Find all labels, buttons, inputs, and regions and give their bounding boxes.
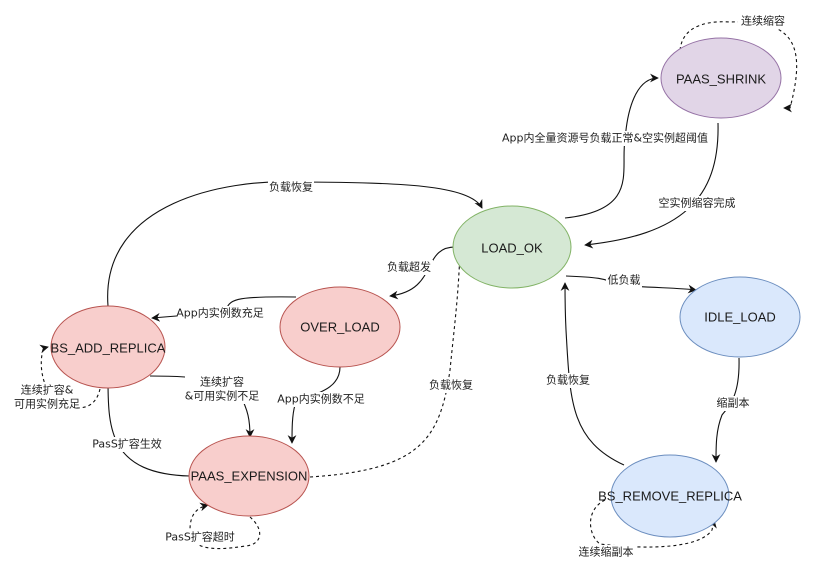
- node-label: PAAS_SHRINK: [676, 72, 766, 87]
- edge-label-add-to-exp: 连续扩容 &可用实例不足: [185, 374, 261, 404]
- edge-label-ok-to-idle: 低负载: [606, 273, 642, 288]
- svg-text:连续缩副本: 连续缩副本: [579, 545, 634, 559]
- edge-label-ok-to-shrink: App内全量资源号负载正常&空实例超阈值: [502, 131, 708, 146]
- svg-text:连续扩容: 连续扩容: [200, 375, 244, 389]
- node-label: PAAS_EXPENSION: [191, 469, 308, 484]
- svg-text:缩副本: 缩副本: [717, 396, 750, 410]
- edge-remove-to-ok[interactable]: [560, 282, 625, 466]
- svg-text:连续扩容&: 连续扩容&: [21, 383, 74, 397]
- svg-text:可用实例充足: 可用实例充足: [14, 397, 80, 411]
- svg-text:负载超发: 负载超发: [387, 260, 431, 274]
- svg-text:连续缩容: 连续缩容: [741, 14, 785, 28]
- edge-label-exp-to-ok: 负载恢复: [428, 378, 474, 393]
- svg-text:App内实例数不足: App内实例数不足: [277, 392, 365, 406]
- edge-label-add-self: 连续扩容& 可用实例充足: [14, 382, 80, 412]
- node-label: OVER_LOAD: [300, 320, 379, 335]
- node-label: BS_ADD_REPLICA: [51, 341, 166, 356]
- edge-label-shrink-self: 连续缩容: [738, 14, 788, 29]
- svg-text:PasS扩容生效: PasS扩容生效: [92, 437, 162, 451]
- svg-text:PasS扩容超时: PasS扩容超时: [165, 530, 235, 544]
- edge-label-exp-to-add: PasS扩容生效: [92, 437, 162, 452]
- node-over-load[interactable]: OVER_LOAD: [279, 286, 401, 368]
- edge-label-add-to-ok: 负载恢复: [268, 180, 314, 195]
- edge-label-shrink-to-ok: 空实例缩容完成: [658, 196, 736, 211]
- edge-ok-to-shrink[interactable]: [564, 73, 659, 219]
- edge-label-over-to-exp: App内实例数不足: [276, 392, 366, 407]
- svg-text:App内实例数充足: App内实例数充足: [176, 306, 264, 320]
- svg-text:低负载: 低负载: [608, 273, 641, 287]
- svg-text:App内全量资源号负载正常&空实例超阈值: App内全量资源号负载正常&空实例超阈值: [502, 131, 708, 145]
- edge-idle-to-remove[interactable]: [711, 357, 740, 463]
- edge-exp-to-add[interactable]: [103, 379, 191, 477]
- svg-text:负载恢复: 负载恢复: [269, 180, 313, 194]
- edge-label-exp-self: PasS扩容超时: [164, 530, 236, 545]
- node-paas-shrink[interactable]: PAAS_SHRINK: [660, 37, 782, 119]
- node-load-ok[interactable]: LOAD_OK: [452, 205, 572, 289]
- edge-add-to-ok[interactable]: [107, 181, 483, 307]
- node-paas-expension[interactable]: PAAS_EXPENSION: [188, 435, 310, 517]
- edge-label-remove-self: 连续缩副本: [576, 545, 636, 560]
- edge-shrink-self[interactable]: [679, 21, 798, 113]
- node-bs-remove-replica[interactable]: BS_REMOVE_REPLICA: [598, 454, 742, 538]
- node-label: BS_REMOVE_REPLICA: [598, 489, 742, 504]
- edge-label-remove-to-ok: 负载恢复: [545, 373, 591, 388]
- svg-text:负载恢复: 负载恢复: [429, 378, 473, 392]
- node-label: LOAD_OK: [481, 241, 543, 256]
- edge-label-over-to-add: App内实例数充足: [176, 306, 264, 321]
- edge-label-ok-to-over: 负载超发: [385, 260, 433, 275]
- edge-label-idle-to-remove: 缩副本: [715, 396, 751, 411]
- node-label: IDLE_LOAD: [704, 310, 776, 325]
- svg-text:空实例缩容完成: 空实例缩容完成: [659, 196, 736, 210]
- svg-text:&可用实例不足: &可用实例不足: [185, 389, 260, 403]
- svg-text:负载恢复: 负载恢复: [546, 373, 590, 387]
- node-bs-add-replica[interactable]: BS_ADD_REPLICA: [50, 305, 166, 389]
- node-idle-load[interactable]: IDLE_LOAD: [679, 276, 801, 358]
